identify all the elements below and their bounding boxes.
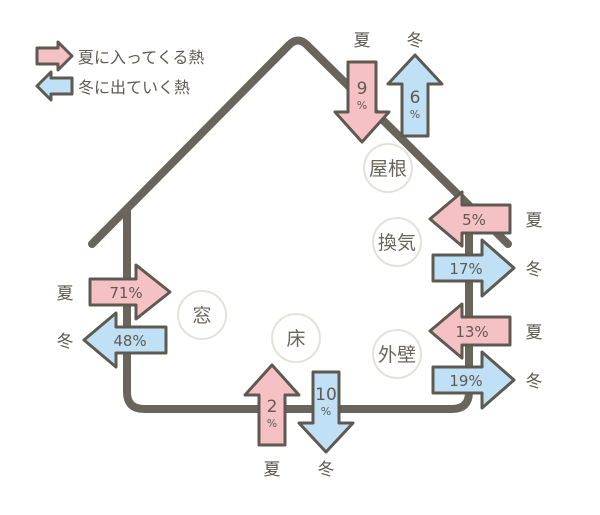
ventilation-winter-value: 17% [449, 260, 482, 278]
region-wall-label: 外壁 [378, 344, 416, 366]
roof-winter-value: 6 [410, 88, 421, 108]
wall-summer-value: 13% [455, 323, 488, 341]
floor-winter-arrow: 10 % [297, 370, 355, 454]
window-winter-arrow: 48% [82, 311, 168, 369]
house-roof-line [88, 36, 512, 248]
window-summer-label: 夏 [57, 284, 74, 304]
window-winter-value: 48% [113, 332, 146, 350]
wall-winter-value: 19% [449, 372, 482, 390]
roof-winter-arrow: 6 % [386, 53, 444, 138]
roof-winter-unit: % [410, 108, 420, 121]
region-ventilation-label: 換気 [378, 232, 416, 254]
region-window-label: 窓 [192, 305, 211, 327]
floor-summer-arrow: 2 % [243, 363, 301, 447]
legend: 夏に入ってくる熱 冬に出ていく熱 [35, 40, 204, 102]
region-window: 窓 [177, 290, 227, 340]
roof-summer-value: 9 [357, 79, 368, 99]
legend-winter-arrow-icon [35, 70, 74, 102]
floor-summer-unit: % [267, 417, 277, 430]
region-floor-label: 床 [286, 328, 305, 350]
window-winter-label: 冬 [57, 332, 74, 352]
floor-winter-unit: % [321, 405, 331, 418]
wall-summer-label: 夏 [526, 323, 543, 343]
ventilation-winter-label: 冬 [526, 260, 543, 280]
legend-winter-label: 冬に出ていく熱 [78, 78, 190, 97]
legend-summer-arrow-icon [35, 40, 74, 72]
region-roof: 屋根 [363, 143, 413, 193]
floor-summer-value: 2 [267, 397, 278, 417]
wall-winter-arrow: 19% [431, 350, 516, 410]
roof-summer-unit: % [357, 99, 367, 112]
ventilation-winter-arrow: 17% [431, 238, 516, 298]
floor-summer-label: 夏 [264, 460, 281, 480]
window-summer-arrow: 71% [88, 263, 172, 321]
ventilation-summer-label: 夏 [526, 211, 543, 231]
wall-winter-label: 冬 [526, 372, 543, 392]
region-roof-label: 屋根 [369, 158, 407, 180]
roof-summer-label: 夏 [354, 31, 371, 51]
ventilation-summer-value: 5% [462, 211, 486, 229]
region-wall: 外壁 [372, 329, 422, 379]
roof-winter-label: 冬 [407, 31, 424, 51]
region-ventilation: 換気 [372, 217, 422, 267]
region-floor: 床 [271, 313, 321, 363]
house-wall-outline [123, 208, 473, 413]
roof-summer-arrow: 9 % [333, 60, 391, 144]
wall-summer-arrow: 13% [428, 302, 512, 360]
floor-winter-label: 冬 [318, 460, 335, 480]
window-summer-value: 71% [109, 284, 142, 302]
ventilation-summer-arrow: 5% [428, 190, 512, 248]
legend-summer-label: 夏に入ってくる熱 [78, 48, 204, 67]
floor-winter-value: 10 [315, 385, 337, 405]
